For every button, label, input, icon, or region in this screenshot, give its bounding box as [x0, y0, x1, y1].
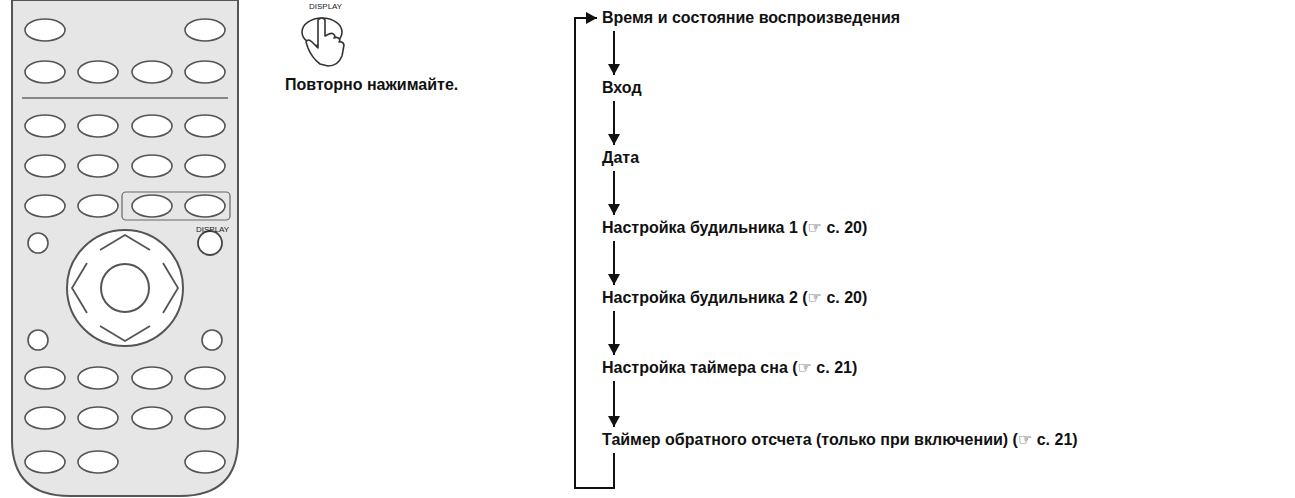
button-group-frame	[122, 192, 230, 220]
step-text: Настройка будильника 2 (☞ с. 20)	[602, 288, 867, 308]
flow-step: Настройка таймера сна (☞ с. 21)	[600, 358, 859, 378]
dpad-ring	[67, 230, 183, 346]
remote-button	[78, 61, 118, 83]
step-text: Дата	[602, 148, 639, 168]
button-caption: DISPLAY	[196, 225, 229, 234]
remote-button	[28, 330, 48, 350]
flow-step: Время и состояние воспроизведения	[600, 8, 902, 28]
remote-button	[78, 367, 118, 389]
step-text: Вход	[602, 78, 642, 98]
step-text: Время и состояние воспроизведения	[602, 8, 900, 28]
flow-step: Дата	[600, 148, 641, 168]
remote-body	[12, 0, 238, 496]
flow-step: Настройка будильника 2 (☞ с. 20)	[600, 288, 869, 308]
dpad-arrows	[72, 235, 178, 341]
remote-button	[185, 61, 225, 83]
remote-button	[28, 233, 48, 253]
remote-button	[25, 155, 65, 177]
instruction-text: Повторно нажимайте.	[285, 76, 458, 94]
remote-button	[202, 330, 222, 350]
remote-button	[78, 115, 118, 137]
flow-step: Настройка будильника 1 (☞ с. 20)	[600, 218, 869, 238]
flow-arrow	[608, 171, 620, 215]
remote-buttons	[25, 19, 225, 473]
display-button	[198, 231, 222, 255]
button-caption: DISPLAY	[309, 2, 342, 11]
remote-button	[25, 367, 65, 389]
flow-arrow	[608, 311, 620, 355]
remote-button	[25, 61, 65, 83]
flow-arrow	[608, 241, 620, 285]
remote-button	[185, 195, 225, 217]
remote-button	[25, 115, 65, 137]
flow-arrow	[608, 381, 620, 427]
flow-arrow	[608, 101, 620, 145]
flow-arrow	[608, 31, 620, 75]
remote-button	[185, 407, 225, 429]
press-hand-icon	[302, 18, 344, 66]
remote-button	[78, 155, 118, 177]
remote-button	[78, 195, 118, 217]
remote-button	[185, 367, 225, 389]
remote-button	[78, 451, 118, 473]
remote-button	[185, 115, 225, 137]
remote-button	[25, 19, 65, 41]
remote-button	[185, 451, 225, 473]
remote-button	[78, 407, 118, 429]
remote-button	[185, 155, 225, 177]
remote-button	[185, 19, 225, 41]
remote-button	[132, 407, 172, 429]
remote-button	[132, 115, 172, 137]
remote-button	[132, 155, 172, 177]
flow-step: Вход	[600, 78, 644, 98]
remote-button	[132, 195, 172, 217]
step-text: Настройка будильника 1 (☞ с. 20)	[602, 218, 867, 238]
step-text: Настройка таймера сна (☞ с. 21)	[602, 358, 857, 378]
remote-button	[25, 407, 65, 429]
remote-button	[132, 367, 172, 389]
flow-step: Таймер обратного отсчета (только при вкл…	[600, 430, 1080, 450]
remote-button	[25, 195, 65, 217]
remote-separator	[22, 97, 228, 99]
step-text: Таймер обратного отсчета (только при вкл…	[602, 430, 1078, 450]
remote-button	[25, 451, 65, 473]
remote-button	[132, 61, 172, 83]
dpad-center	[101, 264, 149, 312]
